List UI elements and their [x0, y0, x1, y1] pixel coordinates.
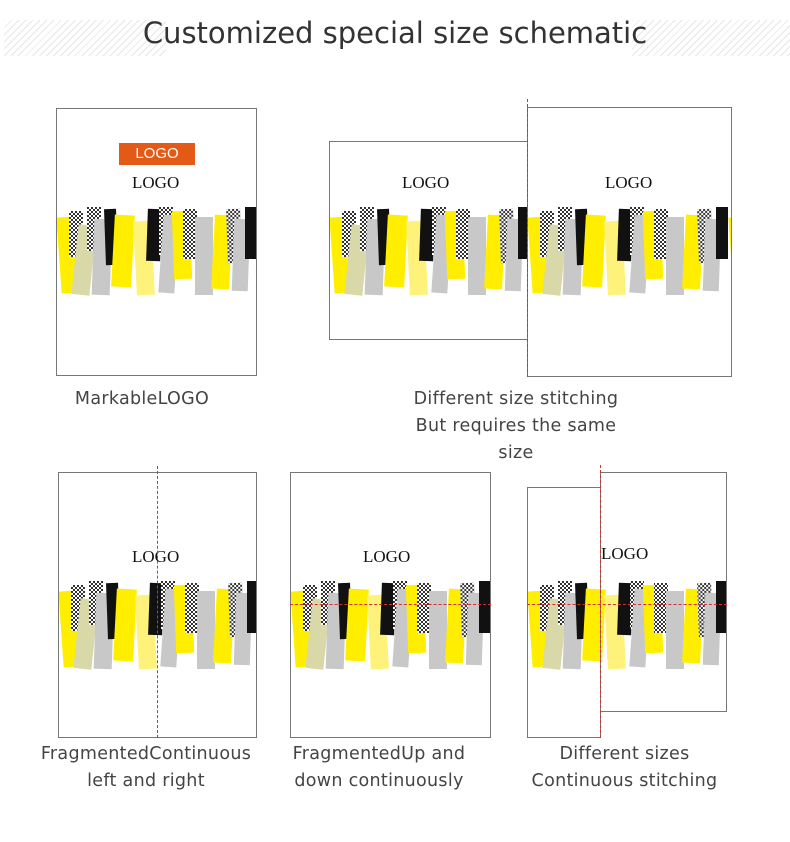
- stitching-panel-left: LOGO: [329, 141, 529, 340]
- piano-key: [384, 214, 408, 288]
- piano-key: [417, 583, 431, 633]
- caption-stitching-line1: Different size stitching: [413, 389, 619, 409]
- piano-key: [716, 207, 728, 259]
- piano-band: [57, 207, 256, 296]
- piano-band-cont-left: [528, 581, 600, 670]
- caption-continuous-line2: Continuous stitching: [531, 771, 718, 791]
- piano-key: [518, 207, 528, 259]
- piano-key: [728, 216, 731, 294]
- piano-key: [617, 582, 633, 636]
- piano-key: [429, 591, 447, 669]
- logo-text-ud: LOGO: [363, 547, 411, 566]
- logo-text-right: LOGO: [605, 173, 653, 192]
- piano-key: [468, 217, 486, 295]
- piano-key: [148, 582, 164, 636]
- caption-markable: MarkableLOGO: [74, 389, 210, 409]
- caption-fragmented-ud-line2: down continuously: [294, 771, 464, 791]
- caption-stitching: Different size stitching But requires th…: [396, 386, 636, 467]
- stitch-guide-line: [527, 99, 528, 377]
- piano-band-right: [528, 207, 731, 296]
- header-hatch-left: [4, 20, 166, 56]
- piano-band-lr: [59, 581, 256, 670]
- stitching-panel-right: LOGO: [527, 107, 732, 377]
- continuous-guide-horizontal: [527, 604, 727, 605]
- piano-key: [380, 582, 396, 636]
- piano-key: [183, 209, 197, 259]
- caption-continuous-line1: Different sizes: [559, 744, 690, 764]
- piano-key: [146, 208, 162, 262]
- piano-key: [345, 588, 369, 662]
- logo-text: LOGO: [132, 173, 180, 192]
- continuous-guide-vertical: [600, 465, 601, 738]
- continuous-panel-right: LOGO: [600, 472, 727, 712]
- caption-continuous: Different sizes Continuous stitching: [522, 741, 727, 795]
- caption-fragmented-ud-line1: FragmentedUp and: [292, 744, 466, 764]
- vertical-split-line: [157, 466, 158, 738]
- caption-stitching-line2: But requires the same size: [415, 416, 617, 463]
- piano-key: [245, 207, 256, 259]
- logo-badge: LOGO: [119, 143, 195, 165]
- piano-key: [111, 214, 135, 288]
- piano-band-left: [330, 207, 528, 296]
- piano-key: [666, 591, 684, 669]
- piano-key: [479, 581, 490, 633]
- piano-key: [716, 581, 726, 633]
- caption-fragmented-lr: FragmentedContinuous left and right: [36, 741, 256, 795]
- caption-fragmented-lr-line1: FragmentedContinuous: [40, 744, 252, 764]
- piano-key: [654, 209, 668, 259]
- piano-key: [582, 588, 600, 662]
- logo-text-left: LOGO: [402, 173, 450, 192]
- piano-key: [419, 208, 435, 262]
- piano-key: [197, 591, 215, 669]
- piano-key: [654, 583, 668, 633]
- fragmented-ud-panel: LOGO: [290, 472, 491, 738]
- piano-key: [582, 214, 606, 288]
- piano-band-ud: [291, 581, 490, 670]
- piano-key: [195, 217, 213, 295]
- caption-fragmented-ud: FragmentedUp and down continuously: [286, 741, 472, 795]
- header-hatch-right: [632, 20, 790, 56]
- piano-key: [617, 208, 633, 262]
- piano-key: [247, 581, 256, 633]
- caption-fragmented-lr-line2: left and right: [87, 771, 205, 791]
- piano-key: [456, 209, 470, 259]
- horizontal-split-line-ud: [290, 604, 491, 605]
- piano-band-cont-right: [601, 581, 726, 670]
- logo-text-cont: LOGO: [601, 544, 649, 563]
- page-title: Customized special size schematic: [142, 16, 648, 50]
- markable-logo-panel: LOGO LOGO: [56, 108, 257, 376]
- logo-text-lr: LOGO: [132, 547, 180, 566]
- continuous-panel-left: [527, 487, 601, 738]
- piano-key: [666, 217, 684, 295]
- piano-key: [185, 583, 199, 633]
- piano-key: [113, 588, 137, 662]
